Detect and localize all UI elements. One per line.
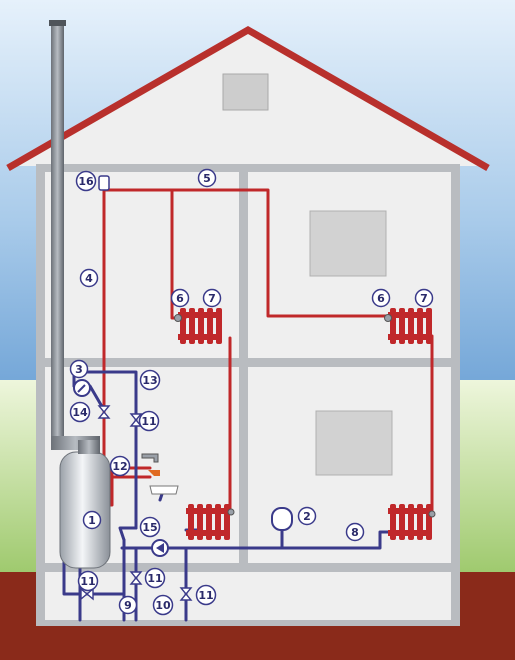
window-lower-right [315,410,393,476]
basement-wall-left [36,572,45,626]
svg-text:11: 11 [141,415,156,428]
svg-text:10: 10 [155,599,171,612]
svg-text:6: 6 [176,292,184,305]
radiator-valve-icon [384,314,392,322]
badge-l2: 2 [297,506,317,526]
badge-l7a: 7 [202,288,222,308]
radiator-upper-right [388,308,432,344]
sink-icon [149,485,179,495]
attic-window [222,73,269,111]
badge-l8: 8 [345,522,365,542]
badge-l11c: 11 [144,567,166,589]
svg-text:9: 9 [124,599,132,612]
badge-l6a: 6 [170,288,190,308]
svg-text:5: 5 [203,172,211,185]
badge-l3: 3 [69,359,89,379]
faucet-icon [141,453,159,463]
svg-text:15: 15 [142,521,157,534]
svg-text:11: 11 [147,572,162,585]
valve-icon [97,405,111,419]
badge-l15: 15 [139,516,161,538]
svg-text:3: 3 [75,363,83,376]
boiler [59,451,111,569]
mixer-icon [148,470,160,476]
wall-left [36,164,45,626]
badge-l16: 16 [75,170,97,192]
svg-text:16: 16 [78,175,94,188]
floor-ground [36,563,460,572]
svg-text:6: 6 [377,292,385,305]
radiator-valve-icon [174,314,182,322]
basement [45,572,451,620]
svg-text:11: 11 [80,575,95,588]
badge-l4: 4 [79,268,99,288]
svg-text:12: 12 [112,460,127,473]
svg-text:7: 7 [420,292,428,305]
badge-l5: 5 [197,168,217,188]
badge-l6b: 6 [371,288,391,308]
valve-group [80,405,193,601]
badge-l1: 1 [82,510,102,530]
basement-wall-right [451,572,460,626]
radiator-valve-icon [227,508,235,516]
svg-text:2: 2 [303,510,311,523]
chimney-cap [49,20,66,26]
badge-l11d: 11 [195,584,217,606]
badge-l7b: 7 [414,288,434,308]
wall-middle [239,164,248,572]
badge-l11a: 11 [138,410,160,432]
radiator-upper-left [178,308,222,344]
svg-text:7: 7 [208,292,216,305]
svg-text:14: 14 [72,406,88,419]
svg-text:13: 13 [142,374,157,387]
svg-text:4: 4 [85,272,93,285]
wall-right [451,164,460,626]
window-upper-right [309,210,387,277]
radiator-valve-icon [428,510,436,518]
badge-l10: 10 [152,594,174,616]
valve-icon [129,413,143,427]
chimney-pipe [51,24,64,444]
expansion-tank-icon [271,507,293,531]
svg-text:1: 1 [88,514,96,527]
badge-l13: 13 [139,369,161,391]
air-vent-icon [98,175,110,191]
badge-l12: 12 [109,455,131,477]
radiator-lower-right [388,504,432,540]
badge-l9: 9 [118,595,138,615]
boiler-flue [78,440,100,454]
valve-icon [129,571,143,585]
badge-l11b: 11 [77,570,99,592]
basement-floor [36,620,460,626]
roof [6,25,490,172]
valve-icon [179,587,193,601]
badge-l14: 14 [69,401,91,423]
floor-middle [36,358,460,367]
svg-text:11: 11 [198,589,213,602]
svg-text:8: 8 [351,526,359,539]
